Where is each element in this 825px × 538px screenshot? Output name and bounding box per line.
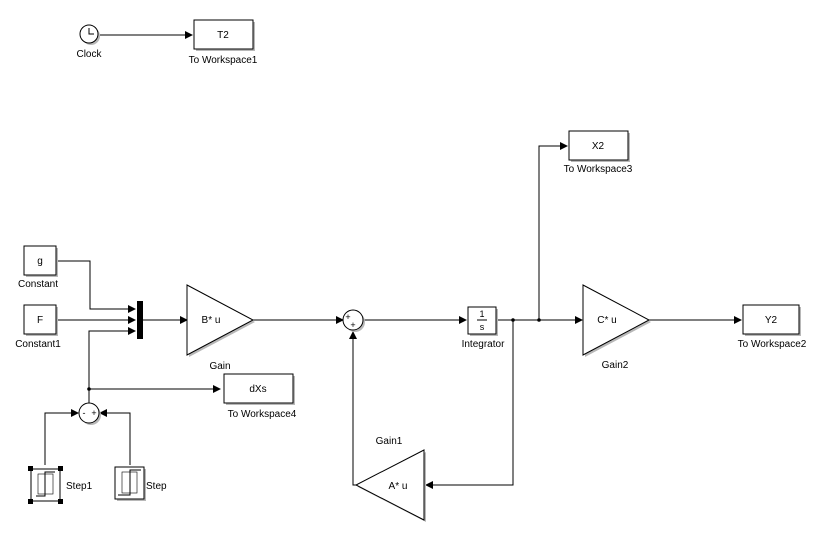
branch-point	[511, 318, 515, 322]
to-workspace3-block[interactable]: X2 To Workspace3	[564, 130, 633, 175]
constant1-block[interactable]: F Constant1	[15, 304, 61, 350]
selection-handle[interactable]	[28, 499, 33, 504]
gain1-expression: A* u	[389, 481, 408, 492]
sum-block[interactable]: + +	[342, 309, 365, 332]
selection-handle[interactable]	[58, 466, 63, 471]
gain2-expression: C* u	[597, 315, 616, 326]
gain1-label: Gain1	[376, 436, 403, 447]
step1-block[interactable]: Step1	[28, 466, 93, 504]
to-workspace3-variable: X2	[592, 141, 605, 152]
gain-triangle	[186, 284, 255, 356]
constant-block[interactable]: g Constant	[18, 245, 58, 290]
integrator-numerator: 1	[479, 309, 484, 319]
constant1-value: F	[37, 315, 43, 326]
constant-value: g	[37, 256, 43, 267]
to-workspace2-block[interactable]: Y2 To Workspace2	[738, 304, 807, 350]
integrator-denominator: s	[480, 322, 485, 332]
to-workspace2-variable: Y2	[765, 315, 778, 326]
gain-expression: B* u	[202, 315, 221, 326]
gain1-triangle	[354, 449, 425, 521]
to-workspace2-label: To Workspace2	[738, 339, 807, 350]
integrator-block[interactable]: 1 s Integrator	[462, 306, 505, 350]
sum2-sign-right: +	[91, 408, 96, 418]
to-workspace1-block[interactable]: T2 To Workspace1	[189, 19, 258, 66]
selection-handle[interactable]	[58, 499, 63, 504]
to-workspace4-label: To Workspace4	[228, 409, 297, 420]
constant-label: Constant	[18, 279, 58, 290]
gain1-block[interactable]: A* u Gain1	[354, 436, 426, 522]
gain-block[interactable]: B* u Gain	[186, 284, 255, 372]
signal-lines	[44, 31, 742, 489]
integrator-label: Integrator	[462, 339, 505, 350]
sum2-block[interactable]: - +	[78, 402, 101, 425]
to-workspace4-variable: dXs	[249, 384, 266, 395]
sum2-sign-left: -	[83, 408, 86, 418]
to-workspace1-label: To Workspace1	[189, 55, 258, 66]
branch-point	[87, 387, 91, 391]
mux-block[interactable]	[137, 301, 143, 339]
to-workspace4-block[interactable]: dXs To Workspace4	[223, 373, 297, 420]
wire-sum2-to-mux[interactable]	[88, 327, 136, 403]
wire-step-to-sum2[interactable]	[99, 409, 131, 465]
wire-branch-to-gain1[interactable]	[425, 320, 514, 489]
selection-handle[interactable]	[28, 466, 33, 471]
constant1-label: Constant1	[15, 339, 61, 350]
gain2-label: Gain2	[602, 360, 629, 371]
wire-branch-to-workspace3[interactable]	[538, 142, 568, 320]
gain-label: Gain	[209, 361, 230, 372]
sum-sign-bottom: +	[350, 320, 355, 330]
wire-step1-to-sum2[interactable]	[44, 409, 79, 465]
gain2-block[interactable]: C* u Gain2	[582, 284, 651, 371]
step-block[interactable]: Step	[114, 466, 167, 501]
step-label: Step	[146, 481, 167, 492]
clock-label: Clock	[76, 49, 102, 60]
step1-label: Step1	[66, 481, 93, 492]
gain2-triangle	[582, 284, 651, 356]
wire-constant-to-mux[interactable]	[57, 260, 136, 313]
branch-point	[537, 318, 541, 322]
sum-sign-left: +	[345, 312, 350, 322]
to-workspace1-variable: T2	[217, 30, 229, 41]
clock-block[interactable]: Clock	[76, 24, 102, 60]
wire-gain1-to-sum[interactable]	[349, 331, 357, 486]
to-workspace3-label: To Workspace3	[564, 164, 633, 175]
